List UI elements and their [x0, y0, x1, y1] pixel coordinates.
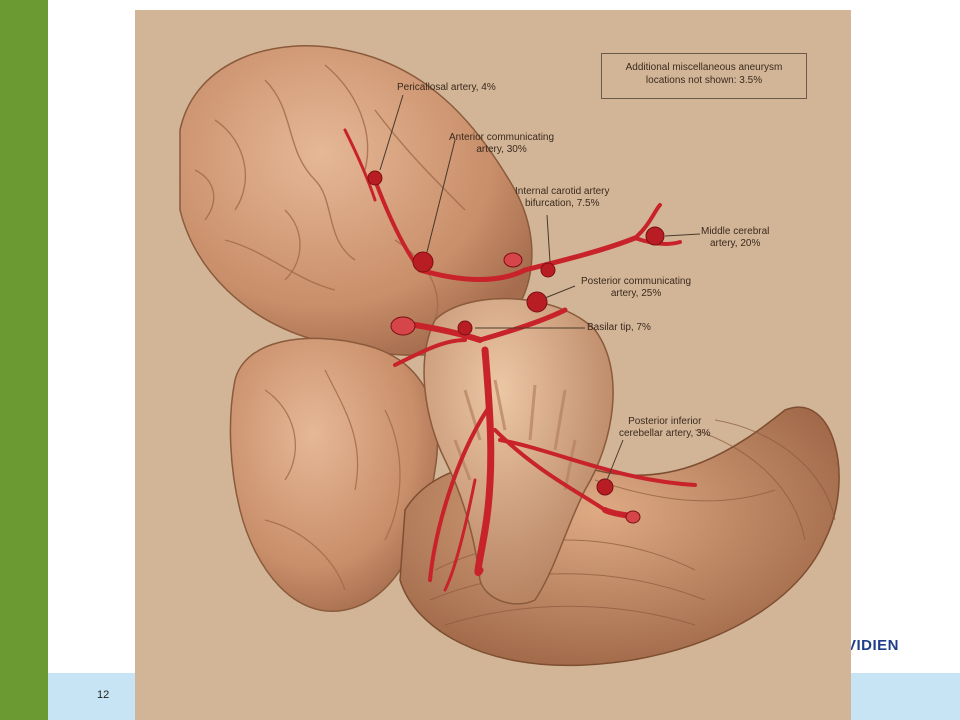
internal-carotid-aneurysm	[540, 262, 556, 278]
arteries	[343, 128, 697, 592]
label-internal-carotid: Internal carotid artery bifurcation, 7.5…	[515, 186, 610, 209]
miscellaneous-locations-note: Additional miscellaneous aneurysm locati…	[601, 53, 807, 99]
label-middle-cerebral: Middle cerebral artery, 20%	[701, 226, 770, 249]
pica-aneurysm	[596, 478, 614, 496]
brand-logo: VIDIEN	[846, 637, 900, 654]
page-number: 12	[97, 689, 110, 701]
vertebral-cut-end	[625, 510, 641, 524]
basilar-tip-aneurysm	[457, 320, 473, 336]
label-posterior-inferior-cerebellar: Posterior inferior cerebellar artery, 3%	[619, 416, 711, 439]
pericallosal-aneurysm	[367, 170, 383, 186]
left-accent-bar	[0, 0, 48, 720]
carotid-cut-end	[390, 316, 416, 336]
carotid-cut-end-right	[503, 252, 523, 268]
leader-lines	[379, 94, 701, 481]
brain-illustration	[179, 45, 840, 667]
label-anterior-communicating: Anterior communicating artery, 30%	[449, 132, 555, 155]
aneurysm-location-illustration: Additional miscellaneous aneurysm locati…	[135, 10, 851, 720]
posterior-communicating-aneurysm	[526, 291, 548, 313]
aneurysms	[367, 170, 665, 524]
anterior-communicating-aneurysm	[412, 251, 434, 273]
label-basilar-tip: Basilar tip, 7%	[587, 322, 651, 333]
label-pericallosal: Pericallosal artery, 4%	[397, 82, 496, 93]
middle-cerebral-aneurysm	[645, 226, 665, 246]
label-posterior-communicating: Posterior communicating artery, 25%	[581, 276, 692, 299]
